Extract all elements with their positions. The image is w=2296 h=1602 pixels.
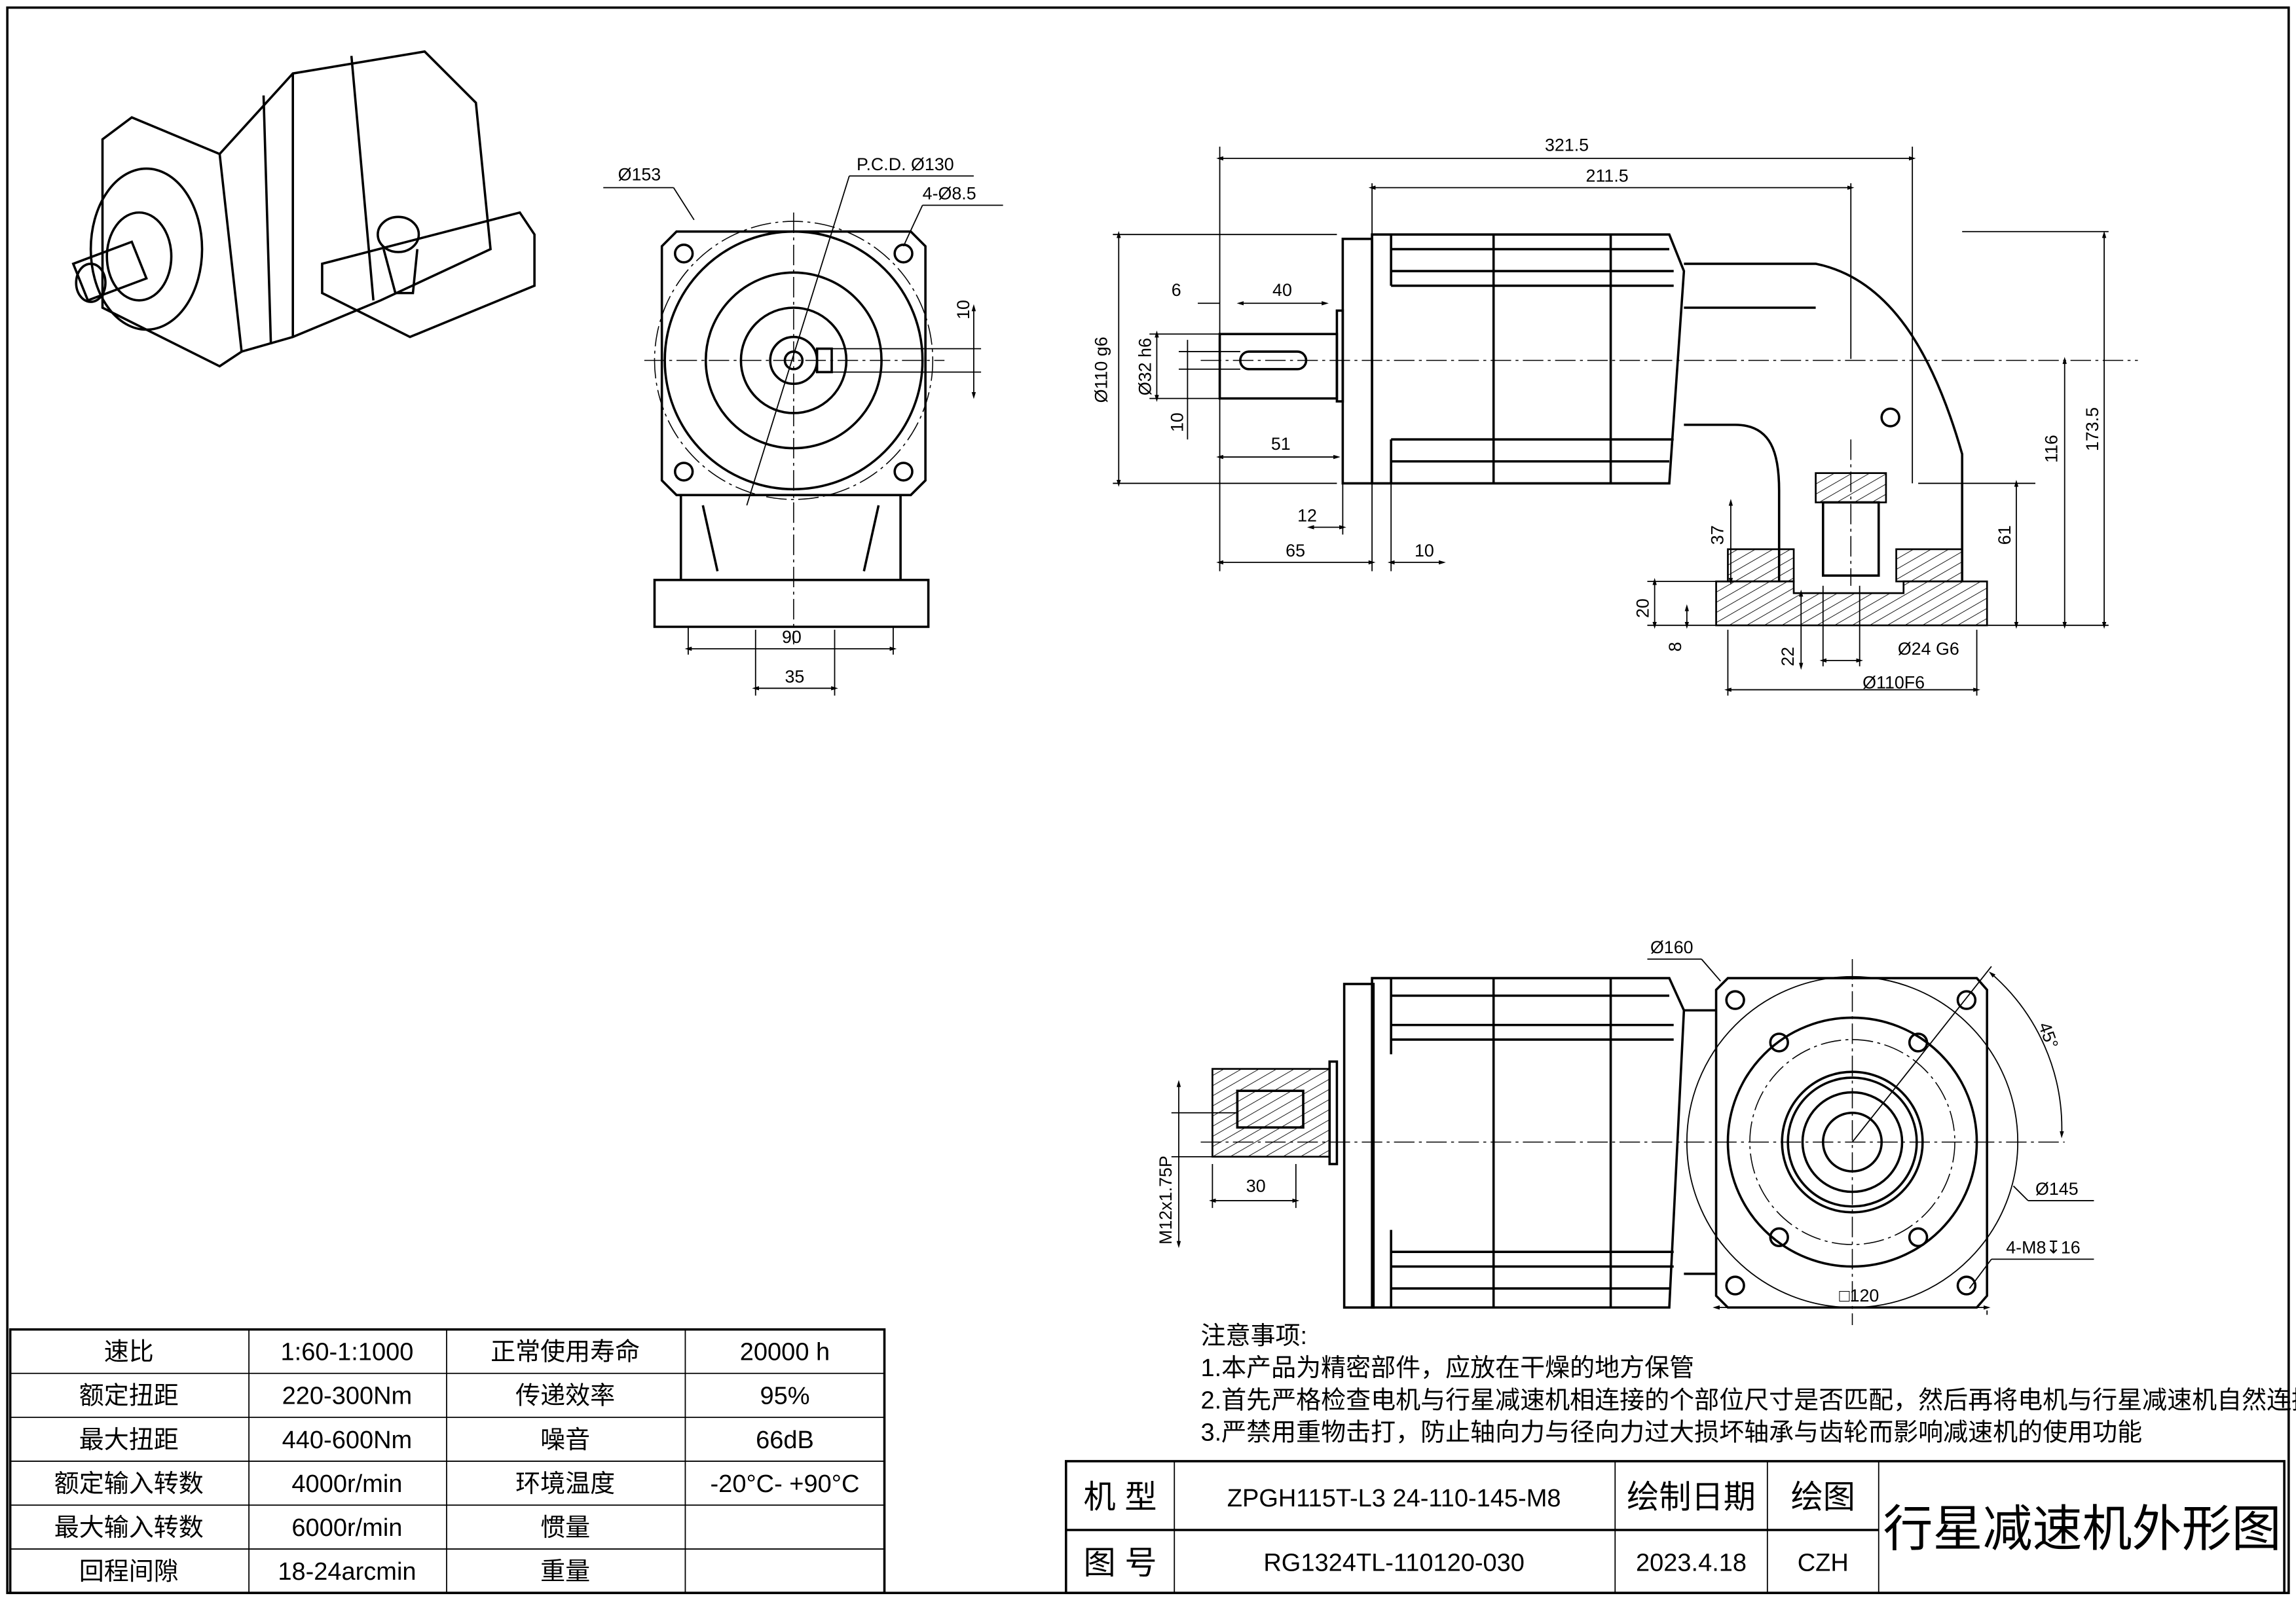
- dim-overall-length: 321.5: [1545, 136, 1589, 155]
- dim-front-pcd: P.C.D. Ø130: [857, 155, 954, 174]
- dim-shaft-dia: Ø32 h6: [1135, 338, 1155, 395]
- dim-pilot-dia: Ø110 g6: [1091, 337, 1111, 403]
- drawing-no-value: RG1324TL-110120-030: [1263, 1550, 1525, 1577]
- spec-param-value: 20000 h: [740, 1339, 830, 1366]
- dim-spigot: 10: [1415, 541, 1434, 560]
- spec-param-value: 95%: [760, 1383, 809, 1410]
- spec-param-name: 惯量: [540, 1514, 590, 1542]
- note-3: 3.严禁用重物击打，防止轴向力与径向力过大损坏轴承与齿轮而影响减速机的使用功能: [1200, 1419, 2142, 1447]
- dim-h37: 37: [1708, 525, 1728, 545]
- bottom-view: [1171, 958, 2094, 1325]
- dim-thread: M12x1.75P: [1156, 1156, 1176, 1245]
- drawer-value: CZH: [1798, 1550, 1849, 1577]
- drawing-no-label: 图 号: [1083, 1545, 1157, 1581]
- spec-param-name: 环境温度: [515, 1470, 615, 1498]
- spec-param-value: 220-300Nm: [282, 1383, 413, 1410]
- dim-front-base-center: 35: [785, 666, 804, 686]
- dim-h20: 20: [1633, 598, 1653, 618]
- dim-thread-length: 30: [1246, 1176, 1266, 1196]
- dim-key-length: 40: [1272, 280, 1292, 300]
- spec-param-name: 额定输入转数: [54, 1470, 204, 1498]
- spec-param-value: 6000r/min: [291, 1514, 402, 1542]
- notes-title: 注意事项:: [1200, 1322, 1307, 1350]
- dim-flange-thickness: 12: [1297, 505, 1317, 525]
- spec-table: [9, 1328, 886, 1594]
- spec-param-name: 回程间隙: [79, 1558, 179, 1586]
- front-view: [603, 175, 1003, 696]
- dim-front-holes: 4-Ø8.5: [923, 184, 976, 204]
- dim-h116: 116: [2042, 435, 2062, 463]
- title-block: [1064, 1460, 2286, 1594]
- isometric-view: [71, 50, 536, 368]
- dim-h8: 8: [1665, 642, 1685, 652]
- spec-param-value: 4000r/min: [291, 1470, 402, 1498]
- dim-h173: 173.5: [2083, 407, 2102, 451]
- note-2: 2.首先严格检查电机与行星减速机相连接的个部位尺寸是否匹配，然后再将电机与行星减…: [1200, 1387, 2296, 1414]
- model-label: 机 型: [1083, 1479, 1157, 1515]
- dim-front-key: 10: [954, 300, 973, 319]
- spec-param-name: 额定扭距: [79, 1383, 179, 1410]
- note-1: 1.本产品为精密部件，应放在干燥的地方保管: [1200, 1355, 1694, 1382]
- dim-bore-dia: Ø24 G6: [1898, 639, 1959, 659]
- dim-spigot-dia: Ø110F6: [1862, 672, 1925, 692]
- dim-bottom-outer-dia: Ø160: [1650, 938, 1694, 957]
- spec-param-name: 速比: [104, 1339, 154, 1366]
- spec-param-name: 最大输入转数: [54, 1514, 204, 1542]
- spec-param-value: 66dB: [756, 1427, 814, 1454]
- dim-square: □120: [1839, 1286, 1879, 1305]
- dim-h61: 61: [1995, 525, 2014, 545]
- dim-tapped-holes: 4-M8↧16: [2006, 1237, 2080, 1257]
- dim-shaft-total: 65: [1286, 541, 1305, 560]
- drawer-label: 绘图: [1791, 1479, 1855, 1515]
- dim-shaft-length: 51: [1271, 434, 1291, 454]
- dim-bottom-pcd: Ø145: [2035, 1179, 2079, 1199]
- spec-param-value: -20°C- +90°C: [711, 1470, 860, 1498]
- dim-front-outer-dia: Ø153: [618, 164, 661, 184]
- dim-shaft-offset: 6: [1172, 280, 1181, 300]
- spec-param-name: 噪音: [540, 1427, 590, 1454]
- spec-param-value: 1:60-1:1000: [281, 1339, 414, 1366]
- dim-key-width: 10: [1168, 412, 1187, 432]
- model-value: ZPGH115T-L3 24-110-145-M8: [1227, 1485, 1561, 1512]
- spec-param-name: 最大扭距: [79, 1427, 179, 1454]
- dim-d22: 22: [1778, 647, 1798, 666]
- spec-param-name: 传递效率: [515, 1383, 615, 1410]
- date-label: 绘制日期: [1627, 1479, 1756, 1515]
- spec-param-value: 440-600Nm: [282, 1427, 413, 1454]
- dim-angle: 45°: [2035, 1019, 2062, 1051]
- drawing-title: 行星减速机外形图: [1883, 1502, 2281, 1557]
- date-value: 2023.4.18: [1636, 1550, 1747, 1577]
- dim-front-base-width: 90: [782, 627, 802, 647]
- spec-param-name: 正常使用寿命: [491, 1339, 640, 1366]
- spec-param-name: 重量: [540, 1558, 590, 1586]
- spec-param-value: 18-24arcmin: [278, 1558, 416, 1586]
- side-view: [1113, 147, 2138, 696]
- dim-body-length: 211.5: [1586, 166, 1629, 186]
